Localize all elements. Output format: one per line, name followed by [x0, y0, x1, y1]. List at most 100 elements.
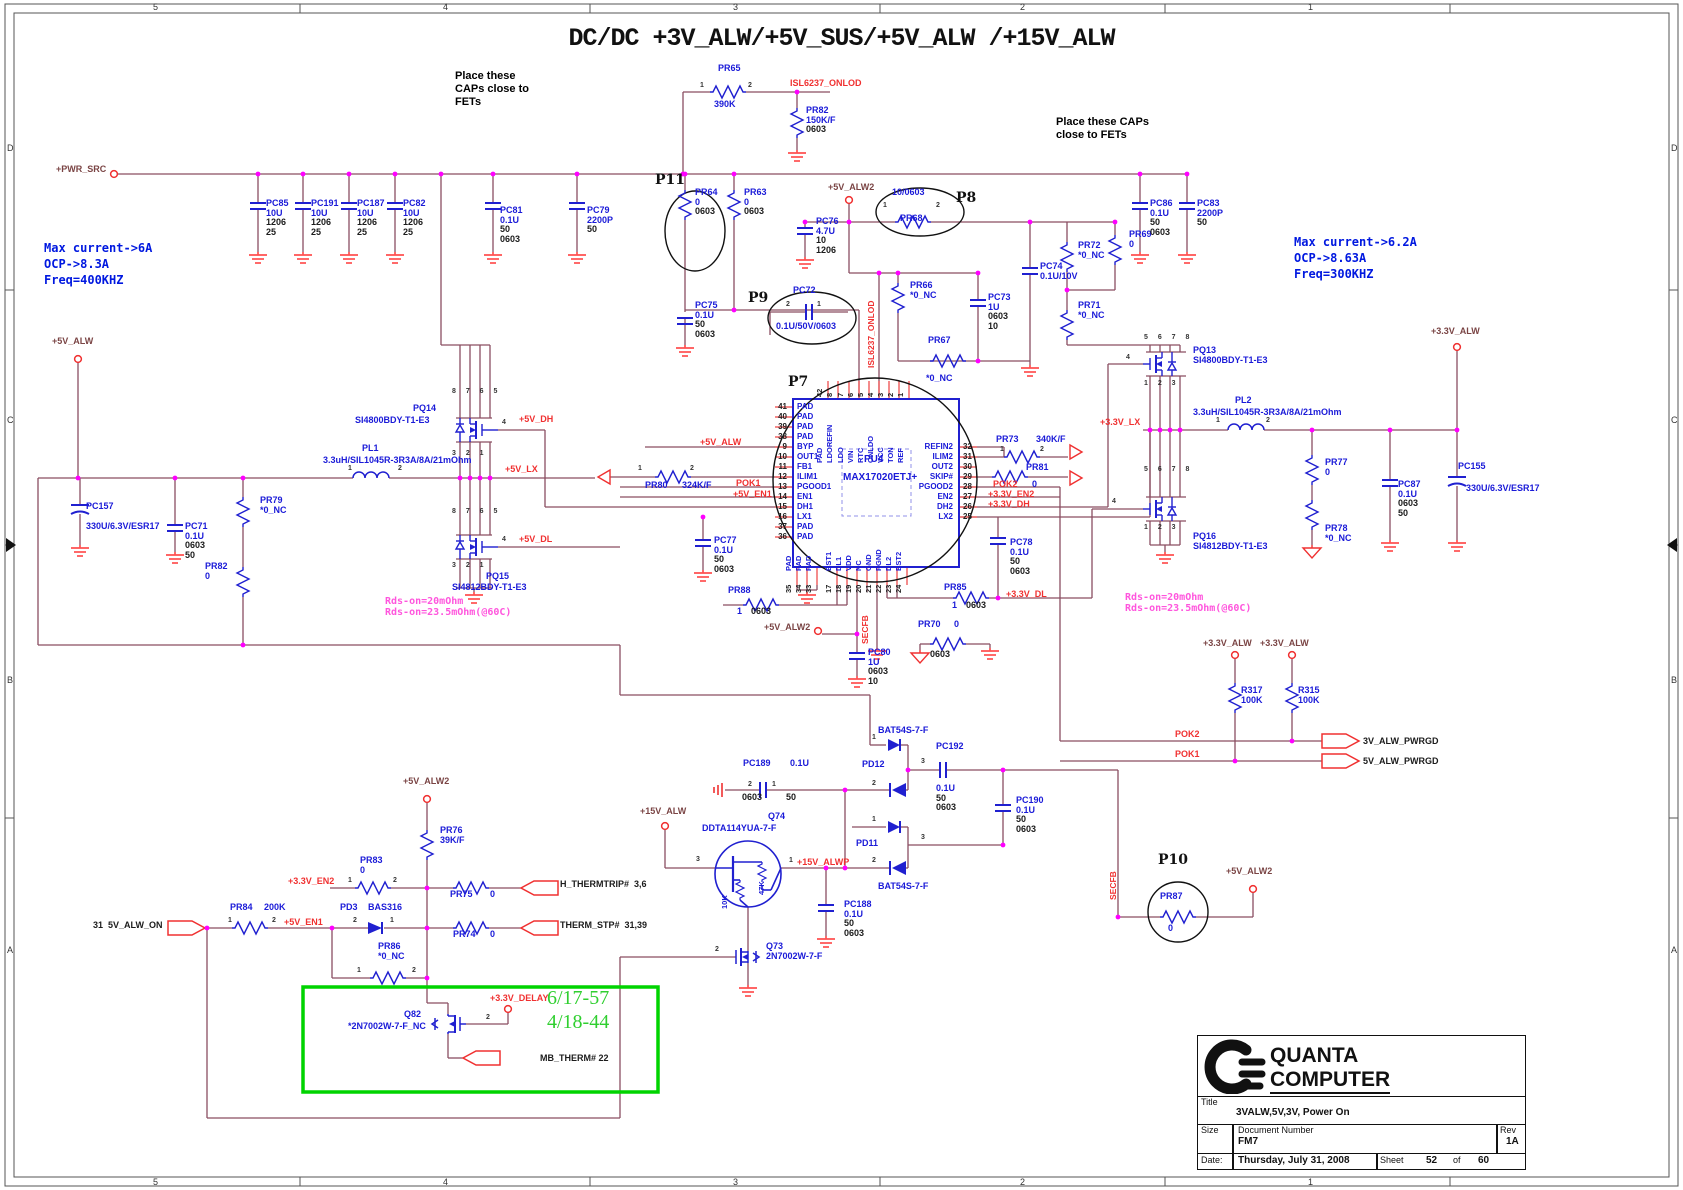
note-caps-left: Place these CAPs close to FETs — [455, 70, 529, 108]
net-therm-stp: THERM_STP# 31,39 — [560, 920, 648, 930]
fet-pins: 5 6 7 8 — [1144, 466, 1194, 473]
net-5v-alw-on: 31 5V_ALW_ON — [93, 920, 163, 930]
label-pd3-part: BAS316 — [368, 902, 403, 912]
label-pd12-part: BAT54S-7-F — [878, 725, 929, 735]
frame-row: C — [7, 415, 14, 425]
label-pc72-ref: PC72 — [793, 285, 816, 295]
pin: 1 — [348, 877, 352, 884]
label-pr73-ref: PR73 — [996, 434, 1019, 444]
chip-pin-name: DL2 — [884, 556, 893, 571]
label-pd11-ref: PD11 — [856, 838, 879, 848]
title-block-brand: QUANTA COMPUTER — [1198, 1036, 1525, 1097]
label-pq15-part: SI4812BDY-T1-E3 — [452, 582, 527, 592]
pin: 2 — [786, 301, 790, 308]
chip-left-pin-names: PAD PAD PAD PAD BYP OUT1 FB1 ILIM1 PGOOD… — [797, 402, 832, 541]
pin: 4 — [1112, 498, 1116, 505]
pin: 4 — [502, 419, 506, 426]
frame-col: 1 — [1308, 1177, 1314, 1187]
loop-p10: P10 — [1158, 852, 1189, 868]
label-pc189-val: 0.1U — [790, 758, 810, 768]
chip-pin-num: 19 — [844, 584, 853, 593]
chip-pin-name: LDOREFIN — [825, 424, 834, 463]
net-5v-dh: +5V_DH — [519, 414, 554, 424]
chip-pin-num: 20 — [854, 584, 863, 593]
net-5v-alw2-therm: +5V_ALW2 — [403, 776, 450, 786]
chip-pin-name: ONLDO — [866, 435, 875, 463]
pin: 1 — [638, 465, 642, 472]
pin: 2 — [748, 781, 752, 788]
pin: 4 — [1126, 354, 1130, 361]
pin: 1 — [1216, 417, 1220, 424]
loop-p8: P8 — [956, 190, 977, 206]
label-pr80-val: 324K/F — [682, 480, 712, 490]
label-pl2-val: 3.3uH/SIL1045R-3R3A/8A/21mOhm — [1193, 407, 1342, 417]
net-3v3-delay: +3.3V_DELAY — [490, 993, 549, 1003]
pin: 1 — [817, 301, 821, 308]
fet-pins: 8 7 6 5 — [452, 388, 502, 395]
chip-pin-num: 22 — [874, 584, 883, 593]
brand-computer: COMPUTER — [1270, 1068, 1391, 1094]
tb-doc-label: Document Number — [1238, 1125, 1314, 1135]
tb-title-label: Title — [1201, 1097, 1218, 1107]
title-block-date-row: Date: Thursday, July 31, 2008 Sheet 52 o… — [1198, 1153, 1525, 1169]
chip-pin-num: 33 — [804, 584, 813, 593]
label-pc157-val: 330U/6.3V/ESR17 — [86, 521, 160, 531]
label-pr85-ref: PR85 — [944, 582, 967, 592]
chip-pin-name: PGND — [874, 549, 883, 571]
semiconductors — [368, 352, 1178, 1034]
pin: 1 — [700, 82, 704, 89]
pin: 1 — [883, 202, 887, 209]
chip-body — [792, 398, 960, 568]
net-pok2-pin: POK2 — [993, 479, 1018, 489]
net-5v-alw2-vdd: +5V_ALW2 — [764, 622, 811, 632]
label-q74-part: DDTA114YUA-7-F — [702, 823, 777, 833]
chip-pin-num: 23 — [884, 584, 893, 593]
tb-rev-value: 1A — [1506, 1136, 1519, 1147]
chip-pin-num: 2 — [886, 392, 895, 397]
net-3v3-lx: +3.3V_LX — [1100, 417, 1141, 427]
label-pl1-val: 3.3uH/SIL1045R-3R3A/8A/21mOhm — [323, 455, 472, 465]
net-5v-alw-port: +5V_ALW — [52, 336, 94, 346]
label-pr81-ref: PR81 — [1026, 462, 1049, 472]
chip-pin-num: 42 — [815, 388, 824, 397]
pin: 2 — [486, 1014, 490, 1021]
label-pr66: PR66*0_NC — [910, 280, 937, 300]
chip-pin-num: 6 — [846, 392, 855, 397]
frame-col: 4 — [443, 2, 449, 12]
pin: 3 — [921, 758, 925, 765]
label-pr86: PR86*0_NC — [378, 941, 405, 961]
chip-right-pin-numbers: 32 31 30 29 28 27 26 25 — [963, 442, 972, 521]
net-5v-alw-pwrgd: 5V_ALW_PWRGD — [1363, 756, 1439, 766]
pin: 2 — [1266, 417, 1270, 424]
tb-rev-label: Rev — [1500, 1125, 1517, 1135]
pin: 1 — [348, 465, 352, 472]
loop-p9: P9 — [748, 290, 769, 306]
pin: 2 — [872, 780, 876, 787]
pin: 1 — [357, 967, 361, 974]
net-3v3-alw-r315: +3.3V_ALW — [1260, 638, 1309, 648]
pin: 3 — [696, 856, 700, 863]
note-rds-right: Rds-on=20mOhm Rds-on=23.5mOhm(@60C) — [1125, 592, 1252, 614]
pin: 2 — [353, 917, 357, 924]
label-pr70-meta: 0603 — [930, 649, 951, 659]
pin: 1 — [228, 917, 232, 924]
fet-pins: 3 2 1 — [452, 562, 488, 569]
loop-p7: P7 — [788, 374, 809, 390]
frame-col: 4 — [443, 1177, 449, 1187]
label-pr84-ref: PR84 — [230, 902, 253, 912]
pin: 1 — [772, 781, 776, 788]
pin: 2 — [393, 877, 397, 884]
label-pc189-m2: 50 — [786, 792, 797, 802]
